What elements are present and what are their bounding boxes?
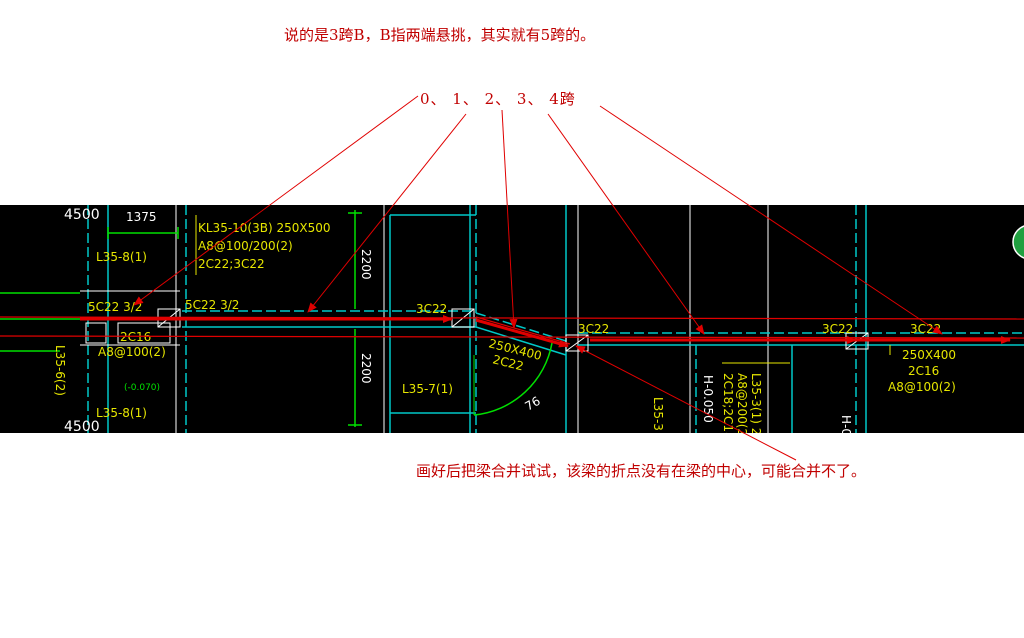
label-3c22-d: 3C22: [910, 322, 941, 336]
label-beam-left-top: 5C22 3/2: [88, 300, 142, 314]
axis-bubble: [1012, 225, 1024, 259]
label-h-0050: H-0.050: [701, 375, 715, 423]
label-l35-3-bars: 2C18;2C18: [721, 373, 735, 433]
label-l35-8-bottom: L35-8(1): [96, 406, 147, 420]
label-l35-8-top: L35-8(1): [96, 250, 147, 264]
label-arc: 76: [523, 394, 543, 414]
cad-drawing: 4500 4500 1375 L35-8(1) L35-8(1) L35-6(2…: [0, 205, 1024, 433]
dim-4500-top: 4500: [64, 207, 100, 223]
label-3c22-c: 3C22: [822, 322, 853, 336]
label-l35-3b: L35-3: [651, 397, 665, 431]
dim-4500-bottom: 4500: [64, 419, 100, 433]
label-beam-mid: 5C22 3/2: [185, 298, 239, 312]
note-top: 说的是3跨B，B指两端悬挑，其实就有5跨的。: [284, 26, 596, 44]
label-elev-left: (-0.070): [124, 383, 160, 393]
label-l35-7: L35-7(1): [402, 382, 453, 396]
dim-2200-a: 2200: [359, 249, 373, 280]
label-3c22-a: 3C22: [416, 302, 447, 316]
dim-2200-b: 2200: [359, 353, 373, 384]
note-spans: 0、 1、 2、 3、 4跨: [420, 90, 576, 108]
label-kl-stirrup: A8@100/200(2): [198, 239, 293, 253]
label-right-stirrup: A8@100(2): [888, 380, 956, 394]
dim-1375: 1375: [126, 210, 157, 224]
cad-grid-lines: [0, 205, 1024, 433]
label-l35-6: L35-6(2): [53, 345, 67, 396]
label-l35-3-stirrup: A8@200(2: [735, 373, 749, 433]
label-right-size: 250X400: [902, 348, 956, 362]
label-h-right: H-0: [839, 415, 853, 433]
label-kl-bars: 2C22;3C22: [198, 257, 265, 271]
label-3c22-b: 3C22: [578, 322, 609, 336]
label-kl-title: KL35-10(3B) 250X500: [198, 221, 331, 235]
label-right-bars: 2C16: [908, 364, 939, 378]
label-l35-3: L35-3(1) 2: [749, 373, 763, 433]
label-beam-left-stirrup: A8@100(2): [98, 345, 166, 359]
label-beam-left-2c16: 2C16: [120, 330, 151, 344]
note-bottom: 画好后把梁合并试试，该梁的折点没有在梁的中心，可能合并不了。: [416, 462, 867, 480]
